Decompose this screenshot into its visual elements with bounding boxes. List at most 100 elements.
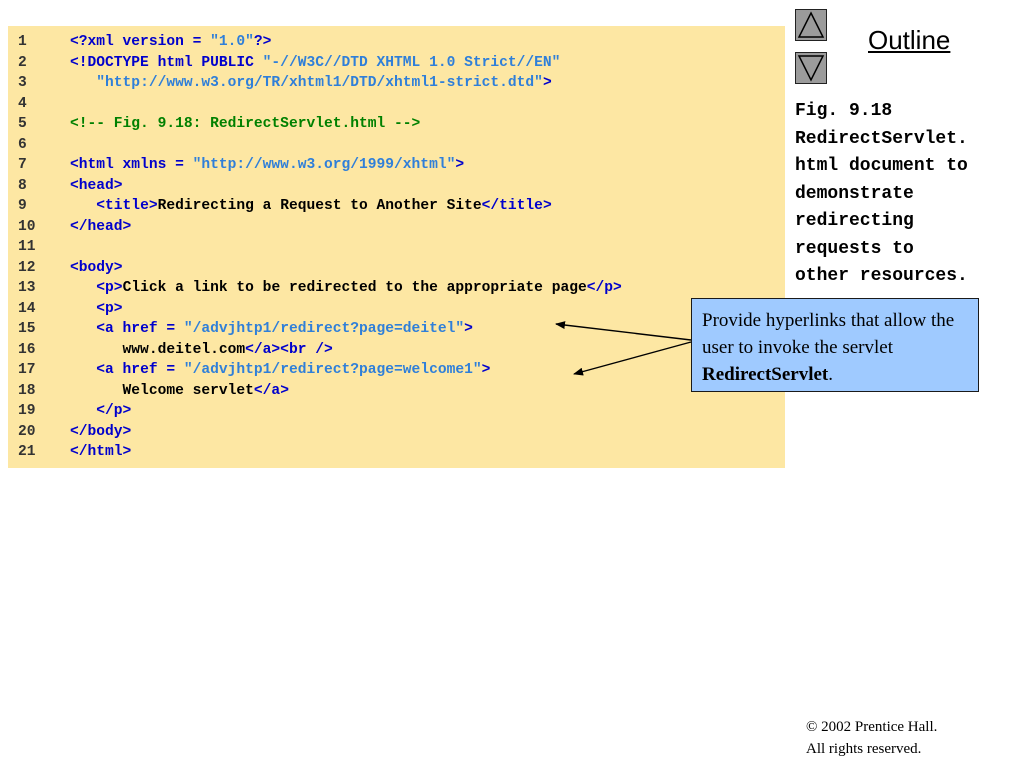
line-number: 9 xyxy=(18,198,27,214)
triangle-down-icon xyxy=(797,55,825,82)
line-number: 7 xyxy=(18,157,27,173)
outline-link[interactable]: Outline xyxy=(868,25,951,55)
code-token xyxy=(70,342,123,358)
code-token: "http://www.w3.org/1999/xhtml" xyxy=(192,157,456,173)
code-token: </a><br /> xyxy=(245,341,333,358)
code-content: <body> xyxy=(70,258,123,279)
copyright-footer: © 2002 Prentice Hall. All rights reserve… xyxy=(806,716,937,760)
line-number: 12 xyxy=(18,259,36,276)
code-token: Click a link to be redirected to the app… xyxy=(122,280,587,296)
code-token xyxy=(70,362,96,378)
copyright-text: 2002 Prentice Hall. xyxy=(817,719,938,735)
caption-line: requests to xyxy=(795,238,914,259)
code-token: <body> xyxy=(70,259,123,276)
line-number: 14 xyxy=(18,300,36,317)
next-slide-button[interactable] xyxy=(795,52,827,84)
code-token xyxy=(70,383,123,399)
code-token: "http://www.w3.org/TR/xhtml1/DTD/xhtml1-… xyxy=(96,75,543,91)
code-token: </head> xyxy=(70,218,132,235)
code-content: <!DOCTYPE html PUBLIC "-//W3C//DTD XHTML… xyxy=(70,53,560,74)
copyright-line-1: © 2002 Prentice Hall. xyxy=(806,716,937,738)
code-token: > xyxy=(455,157,465,173)
code-content: <head> xyxy=(70,176,123,197)
code-content: <a href = "/advjhtp1/redirect?page=welco… xyxy=(70,360,490,381)
caption-line: RedirectServlet. xyxy=(795,128,968,149)
code-content: <title>Redirecting a Request to Another … xyxy=(70,196,552,217)
code-token xyxy=(70,301,96,317)
code-content: <a href = "/advjhtp1/redirect?page=deite… xyxy=(70,319,473,340)
caption-line: redirecting xyxy=(795,211,914,231)
code-content: <?xml version = "1.0"?> xyxy=(70,32,271,53)
code-token: </p> xyxy=(96,403,132,419)
code-token: <a href = xyxy=(96,362,184,378)
line-number: 15 xyxy=(18,321,36,337)
caption-line: Fig. 9.18 xyxy=(795,101,893,121)
code-content: <p> xyxy=(70,299,123,320)
code-token: <p> xyxy=(96,280,123,296)
caption-line: other resources. xyxy=(795,266,968,286)
code-token: </body> xyxy=(70,423,132,440)
code-token: Redirecting a Request to Another Site xyxy=(157,198,482,214)
code-content: </head> xyxy=(70,217,131,238)
code-token xyxy=(70,321,96,337)
code-token: <!DOCTYPE html PUBLIC xyxy=(70,54,263,71)
code-token: <head> xyxy=(70,177,123,194)
previous-slide-button[interactable] xyxy=(795,9,827,41)
callout-text: Provide hyperlinks that allow the user t… xyxy=(702,310,955,358)
code-token: Welcome servlet xyxy=(122,382,254,399)
line-number: 2 xyxy=(18,54,27,71)
line-number: 19 xyxy=(18,403,36,419)
code-token: <p> xyxy=(96,300,123,317)
code-content: <!-- Fig. 9.18: RedirectServlet.html --> xyxy=(70,114,420,135)
caption-line: demonstrate xyxy=(795,183,914,204)
code-token xyxy=(70,75,96,91)
callout-servlet-name: RedirectServlet xyxy=(702,364,829,385)
code-token xyxy=(70,280,96,296)
code-token: </title> xyxy=(481,198,552,214)
code-token: "-//W3C//DTD XHTML 1.0 Strict//EN" xyxy=(262,54,561,71)
code-content: Welcome servlet</a> xyxy=(70,381,289,402)
code-token: <?xml version = xyxy=(70,34,211,50)
code-token: "1.0" xyxy=(210,34,254,50)
line-number: 11 xyxy=(18,239,36,255)
code-token: <a href = xyxy=(96,321,184,337)
line-number: 17 xyxy=(18,362,36,378)
code-content: "http://www.w3.org/TR/xhtml1/DTD/xhtml1-… xyxy=(70,73,552,94)
line-number: 16 xyxy=(18,341,36,358)
code-token: </html> xyxy=(70,444,132,460)
code-token: <!-- Fig. 9.18: RedirectServlet.html --> xyxy=(70,116,421,132)
code-content: <html xmlns = "http://www.w3.org/1999/xh… xyxy=(70,155,464,176)
code-content: </p> xyxy=(70,401,131,422)
code-token: > xyxy=(542,75,552,91)
annotation-callout: Provide hyperlinks that allow the user t… xyxy=(691,298,979,392)
code-token: "/advjhtp1/redirect?page=deitel" xyxy=(183,321,465,337)
line-number: 5 xyxy=(18,116,27,132)
code-token: <html xmlns = xyxy=(70,157,193,173)
line-number: 1 xyxy=(18,34,27,50)
line-number: 13 xyxy=(18,280,36,296)
line-number: 10 xyxy=(18,218,36,235)
callout-text-end: . xyxy=(828,364,834,385)
code-token: </p> xyxy=(586,280,622,296)
code-token: <title> xyxy=(96,198,158,214)
code-token: </a> xyxy=(253,382,289,399)
code-listing-panel: 1 <?xml version = "1.0"?> 2 <!DOCTYPE html … xyxy=(8,26,785,468)
line-number: 8 xyxy=(18,177,27,194)
code-token xyxy=(70,198,96,214)
code-content: <p>Click a link to be redirected to the … xyxy=(70,278,622,299)
triangle-up-icon xyxy=(797,11,825,38)
line-number: 3 xyxy=(18,75,27,91)
code-content: www.deitel.com</a><br /> xyxy=(70,340,333,361)
code-token xyxy=(70,403,96,419)
line-number: 18 xyxy=(18,382,36,399)
caption-line: html document to xyxy=(795,156,968,176)
copyright-symbol: © xyxy=(806,719,818,735)
code-token: www.deitel.com xyxy=(122,341,246,358)
code-token: > xyxy=(481,362,491,378)
line-number: 21 xyxy=(18,444,36,460)
copyright-line-2: All rights reserved. xyxy=(806,741,922,757)
code-token: > xyxy=(464,321,473,337)
line-number: 20 xyxy=(18,423,36,440)
line-number: 6 xyxy=(18,136,27,153)
